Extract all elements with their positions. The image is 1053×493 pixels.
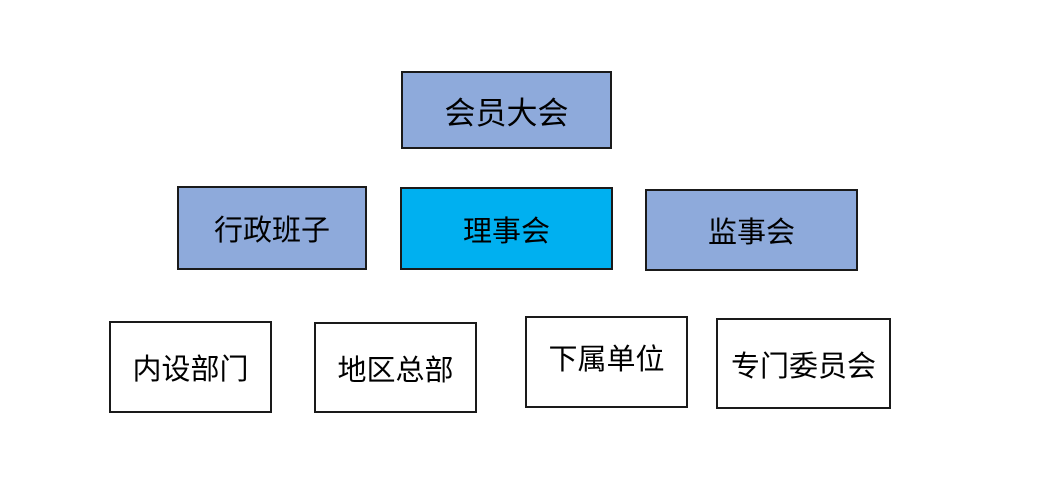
- node-internal-departments-label: 内设部门: [132, 352, 249, 386]
- node-board-of-directors-label: 理事会: [462, 213, 550, 248]
- node-regional-headquarters-label: 地区总部: [337, 352, 454, 387]
- node-regional-headquarters: 地区总部: [314, 322, 477, 413]
- node-board-of-directors: 理事会: [400, 187, 613, 270]
- node-member-assembly-label: 会员大会: [444, 95, 569, 132]
- node-internal-departments: 内设部门: [109, 321, 272, 413]
- node-member-assembly: 会员大会: [401, 71, 612, 149]
- node-subsidiary-units: 下属单位: [525, 316, 688, 408]
- node-board-of-supervisors-label: 监事会: [707, 215, 795, 249]
- node-subsidiary-units-label: 下属单位: [548, 342, 665, 376]
- node-special-committees: 专门委员会: [716, 318, 891, 409]
- node-executive-team: 行政班子: [177, 186, 367, 270]
- node-special-committees-label: 专门委员会: [730, 348, 876, 383]
- node-board-of-supervisors: 监事会: [645, 189, 858, 271]
- node-executive-team-label: 行政班子: [213, 213, 330, 247]
